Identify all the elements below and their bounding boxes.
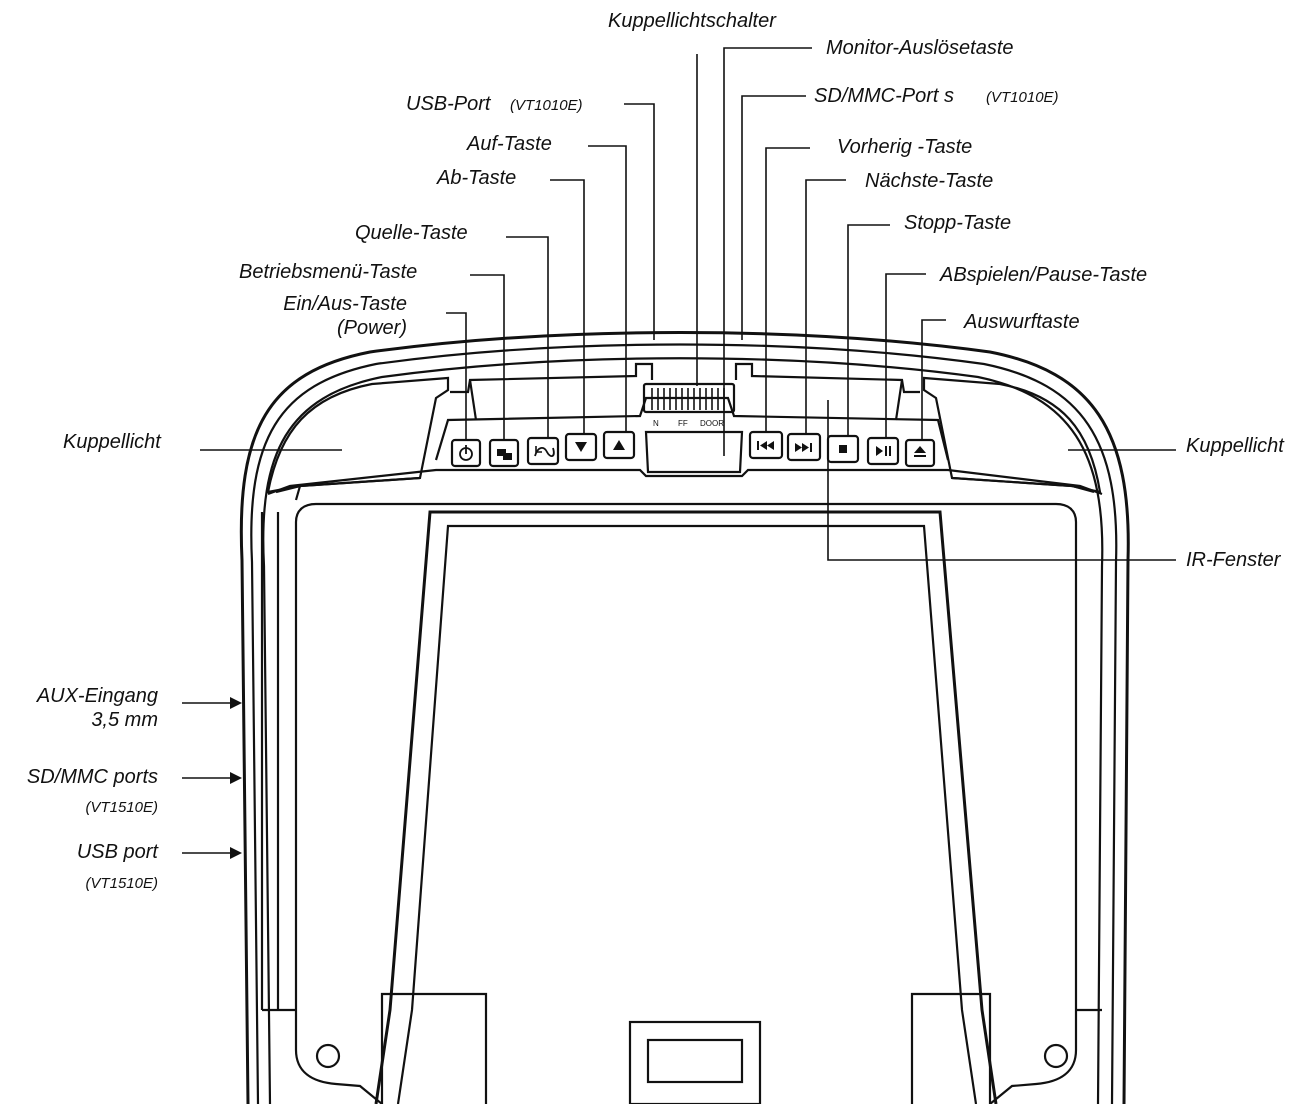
bottom-latch — [628, 1020, 762, 1104]
eject-button[interactable] — [904, 438, 936, 468]
label-kuppellicht-right: Kuppellicht — [1186, 435, 1285, 457]
leader-lines — [200, 47, 1176, 561]
label-aux-eingang-size: 3,5 mm — [91, 709, 158, 731]
stop-button[interactable] — [826, 434, 860, 464]
arrow-usb — [182, 847, 242, 859]
label-monitor-ausloesetaste: Monitor-Auslösetaste — [826, 37, 1014, 59]
label-ein-aus-taste-power: (Power) — [337, 317, 407, 339]
menu-icon — [497, 449, 512, 460]
switch-label-on: N — [653, 419, 659, 428]
menu-button[interactable] — [488, 438, 520, 468]
down-arrow-icon — [575, 442, 587, 452]
label-sd-mmc-side-model: (VT1510E) — [85, 799, 158, 816]
label-usb-port-side: USB port — [77, 841, 160, 863]
label-kuppellichtschalter: Kuppellichtschalter — [608, 10, 777, 32]
label-ab-taste: Ab-Taste — [436, 167, 516, 189]
label-naechste-taste: Nächste-Taste — [865, 170, 993, 192]
arrow-sd-mmc — [182, 772, 242, 784]
label-aux-eingang: AUX-Eingang — [36, 685, 158, 707]
source-icon — [534, 446, 555, 457]
label-sd-mmc-top: SD/MMC-Port s — [814, 85, 954, 107]
label-stopp-taste: Stopp-Taste — [904, 212, 1011, 234]
source-button[interactable] — [526, 436, 560, 466]
play-pause-button[interactable] — [866, 436, 900, 466]
next-button[interactable] — [786, 432, 822, 462]
monitor-release-button[interactable] — [644, 430, 744, 474]
screw-right — [1043, 1043, 1069, 1069]
button-row — [450, 430, 936, 468]
eject-icon — [914, 446, 926, 457]
label-usb-port-side-model: (VT1510E) — [85, 875, 158, 892]
labels: Kuppellichtschalter Monitor-Auslösetaste… — [27, 10, 1285, 892]
switch-label-off: FF — [678, 419, 688, 428]
power-button[interactable] — [450, 438, 482, 468]
up-button[interactable] — [602, 430, 636, 460]
label-usb-port-top: USB-Port — [406, 93, 492, 115]
side-arrows — [182, 697, 242, 859]
previous-button[interactable] — [748, 430, 784, 460]
label-auf-taste: Auf-Taste — [466, 133, 552, 155]
switch-label-door: DOOR — [700, 419, 724, 428]
label-quelle-taste: Quelle-Taste — [355, 222, 468, 244]
previous-icon — [757, 441, 774, 450]
play-pause-icon — [876, 446, 891, 456]
label-kuppellicht-left: Kuppellicht — [63, 431, 162, 453]
screw-left — [315, 1043, 341, 1069]
power-icon — [459, 445, 473, 461]
label-auswurftaste: Auswurftaste — [963, 311, 1080, 333]
label-sd-mmc-side: SD/MMC ports — [27, 766, 158, 788]
arrow-aux — [182, 697, 242, 709]
label-sd-mmc-top-model: (VT1010E) — [986, 89, 1059, 106]
monitor-housing: N FF DOOR — [239, 331, 1130, 1104]
label-ein-aus-taste: Ein/Aus-Taste — [283, 293, 407, 315]
up-arrow-icon — [613, 440, 625, 450]
label-ir-fenster: IR-Fenster — [1186, 549, 1282, 571]
label-usb-port-top-model: (VT1010E) — [510, 97, 583, 114]
label-abspielen-pause-taste: ABspielen/Pause-Taste — [939, 264, 1147, 286]
label-vorherig-taste: Vorherig -Taste — [837, 136, 972, 158]
next-icon — [795, 443, 812, 452]
down-button[interactable] — [564, 432, 598, 462]
stop-icon — [839, 445, 847, 453]
label-betriebsmenue-taste: Betriebsmenü-Taste — [239, 261, 417, 283]
